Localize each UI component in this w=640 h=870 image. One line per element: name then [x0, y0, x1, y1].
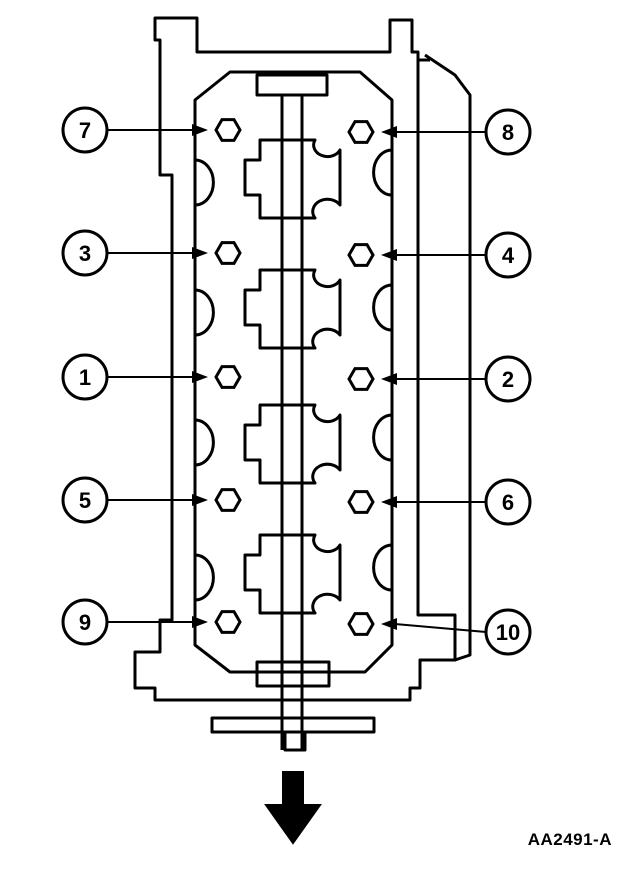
leader-arrowhead — [381, 249, 397, 261]
callout-number: 5 — [79, 488, 91, 513]
left-casting-bumps — [194, 158, 215, 602]
bolt-10: 10 — [347, 608, 532, 656]
camshaft-top-cap — [255, 73, 329, 97]
callout-circle — [484, 608, 532, 656]
hexagon-bolt-icon — [347, 490, 375, 514]
bolt-6: 6 — [347, 478, 532, 526]
callout-number: 1 — [79, 365, 91, 390]
callout-number: 6 — [502, 490, 514, 515]
cylinder-head-outline — [133, 16, 457, 702]
leader-arrowhead — [381, 618, 397, 630]
camshaft-sprocket — [210, 716, 376, 734]
hexagon-bolt-icon — [214, 488, 242, 512]
leader-line — [394, 623, 487, 633]
hexagon-bolt-icon — [214, 118, 242, 142]
bolt-8: 8 — [347, 108, 532, 156]
hexagon-bolt-icon — [214, 241, 242, 265]
callout-circle — [61, 229, 109, 277]
down-arrow-icon — [264, 771, 322, 845]
hexagon-bolt-icon — [214, 365, 242, 389]
leader-arrowhead — [192, 371, 208, 383]
bolt-1: 1 — [61, 353, 242, 401]
callout-circle — [61, 598, 109, 646]
hexagon-bolt-icon — [347, 367, 375, 391]
bolt-2: 2 — [347, 355, 532, 403]
callout-circle — [484, 355, 532, 403]
cam-bearing-cap-4 — [243, 533, 342, 615]
callout-number: 9 — [79, 610, 91, 635]
callout-number: 7 — [79, 118, 91, 143]
bolt-5: 5 — [61, 476, 242, 524]
leader-arrowhead — [192, 494, 208, 506]
figure-id-label: AA2491-A — [527, 830, 612, 849]
cam-bearing-cap-3 — [243, 403, 342, 485]
cam-bearing-cap-2 — [243, 268, 342, 350]
callout-circle — [484, 478, 532, 526]
leader-arrowhead — [381, 373, 397, 385]
camshaft-nose — [283, 730, 307, 752]
bolt-7: 7 — [61, 106, 242, 154]
callout-circle — [61, 106, 109, 154]
right-casting-bumps — [372, 148, 393, 592]
camshaft-cover-area — [193, 70, 394, 674]
callout-number: 4 — [502, 243, 515, 268]
callout-circle — [61, 353, 109, 401]
bolt-9: 9 — [61, 598, 242, 646]
hexagon-bolt-icon — [347, 243, 375, 267]
head-side-rail — [424, 53, 472, 662]
hexagon-bolt-icon — [347, 612, 375, 636]
camshaft-bottom-cap — [255, 660, 331, 688]
leader-arrowhead — [381, 496, 397, 508]
callout-number: 2 — [502, 367, 514, 392]
bolt-3: 3 — [61, 229, 242, 277]
leader-arrowhead — [192, 247, 208, 259]
leader-arrowhead — [192, 124, 208, 136]
callout-circle — [484, 231, 532, 279]
bolt-sequence-layer: 7 8 3 4 1 2 5 6 9 10 — [61, 106, 532, 656]
bolt-4: 4 — [347, 231, 532, 279]
callout-circle — [484, 108, 532, 156]
hexagon-bolt-icon — [214, 610, 242, 634]
callout-number: 3 — [79, 241, 91, 266]
callout-number: 8 — [502, 120, 514, 145]
hexagon-bolt-icon — [347, 120, 375, 144]
callout-circle — [61, 476, 109, 524]
callout-number: 10 — [496, 620, 520, 645]
leader-arrowhead — [192, 616, 208, 628]
leader-arrowhead — [381, 126, 397, 138]
cam-bearing-cap-1 — [243, 138, 342, 220]
